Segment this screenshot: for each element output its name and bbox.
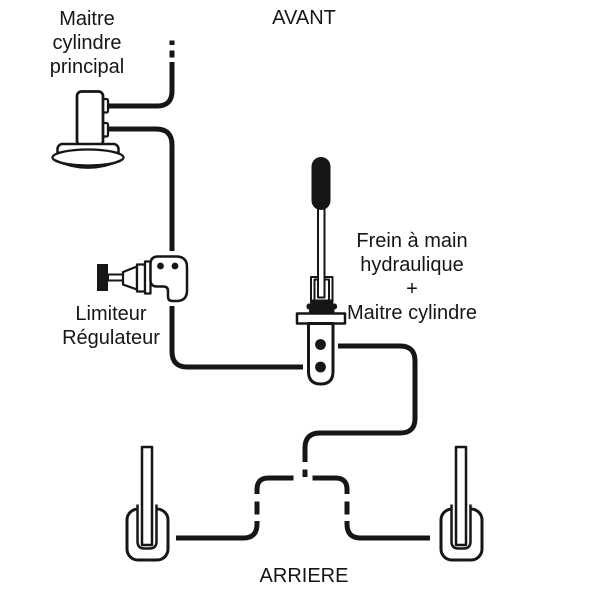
handbrake-lever-icon	[295, 157, 347, 386]
limiter-cone	[121, 265, 139, 291]
caliper-left-disc	[140, 445, 154, 547]
limiter-port-right	[171, 262, 179, 270]
label-rear: ARRIERE	[259, 565, 349, 587]
rear-line-to-right-caliper	[344, 521, 430, 541]
handbrake-out-s-curve	[302, 343, 418, 462]
label-master-cylinder: Maitre cylindre principal	[49, 8, 125, 78]
handbrake-port-lower	[315, 361, 326, 373]
master-cylinder-body	[75, 90, 105, 147]
limiter-body	[149, 255, 189, 303]
limiter-adjuster-knob	[97, 264, 108, 291]
limiter-port-left	[157, 262, 164, 270]
limiter-adjuster-rod	[107, 273, 124, 282]
front-line-main	[106, 62, 175, 109]
label-front: AVANT	[272, 7, 336, 29]
master-to-limiter-path	[106, 126, 175, 251]
label-limiter-regulator: Limiteur Régulateur	[62, 303, 160, 349]
handbrake-boot-middle	[306, 303, 337, 310]
handbrake-boot-top	[310, 299, 334, 304]
front-brake-line	[106, 40, 175, 109]
limiter-collar-1	[135, 263, 147, 293]
master-to-limiter-line	[106, 126, 175, 251]
limiter-regulator-icon	[97, 255, 189, 303]
master-cylinder-base-dish	[51, 148, 125, 167]
tee-top-right	[312, 475, 350, 494]
handbrake-lever-shaft	[317, 202, 326, 299]
rear-line-to-left-caliper	[176, 521, 260, 541]
limiter-to-handbrake-line	[169, 306, 303, 370]
handbrake-port-upper	[315, 339, 326, 350]
tee-top-left	[254, 475, 294, 494]
master-cylinder-base-bowl	[54, 158, 122, 169]
handbrake-grip	[311, 157, 331, 210]
master-cylinder-icon	[51, 90, 125, 169]
label-handbrake: Frein à main hydraulique + Maitre cylind…	[346, 230, 478, 324]
limiter-to-handbrake-path	[169, 306, 303, 370]
rear-caliper-left-icon	[125, 445, 170, 562]
handbrake-cylinder-body	[307, 322, 335, 386]
rear-caliper-right-icon	[439, 445, 484, 562]
rear-tee-junction	[176, 475, 430, 541]
handbrake-to-rear-line	[302, 343, 418, 477]
caliper-right-disc	[454, 445, 468, 547]
